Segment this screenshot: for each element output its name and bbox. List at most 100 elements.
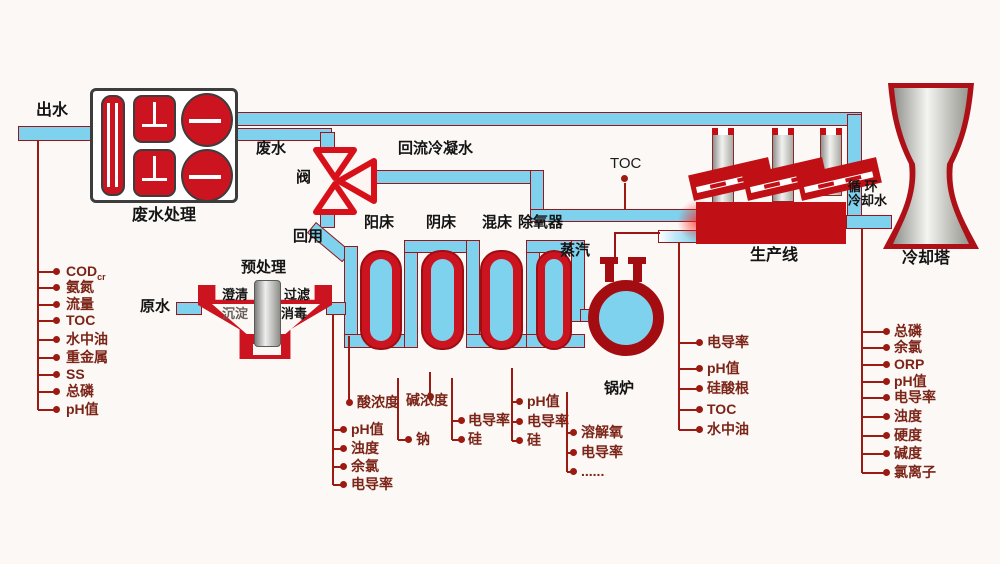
measure-branch bbox=[862, 472, 886, 474]
measure-dot bbox=[405, 436, 412, 443]
label-steam: 蒸汽 bbox=[560, 242, 591, 259]
measure-branch bbox=[862, 331, 886, 333]
pipe-serpentine-down-0 bbox=[344, 246, 358, 342]
mixed-bed-vessel bbox=[480, 250, 523, 350]
measure-dot bbox=[516, 437, 523, 444]
measure-stem bbox=[397, 378, 399, 440]
measure-stem bbox=[511, 368, 513, 441]
pipe-serpentine-down-2 bbox=[466, 240, 480, 348]
pipe-to-tower bbox=[846, 215, 892, 229]
measure-dot bbox=[516, 398, 523, 405]
measure-branch bbox=[679, 429, 699, 431]
measure-dot bbox=[53, 406, 60, 413]
measure-label: 总磷 bbox=[66, 383, 94, 399]
measure-dot bbox=[53, 371, 60, 378]
measure-stem bbox=[861, 228, 863, 473]
clarifier-round-icon bbox=[181, 93, 233, 147]
measure-label: 浊度 bbox=[351, 440, 379, 456]
measure-label: ...... bbox=[581, 463, 605, 479]
clarifier-square-icon bbox=[133, 149, 176, 197]
pretreatment-cylinder bbox=[254, 280, 281, 347]
measure-dot bbox=[340, 463, 347, 470]
measure-branch bbox=[452, 439, 461, 441]
steam-line-vertical bbox=[614, 232, 616, 264]
pipe-serpentine-up-1 bbox=[404, 240, 418, 348]
measure-label: pH值 bbox=[66, 401, 99, 417]
label-clarify: 澄清 bbox=[222, 287, 249, 302]
label-raw-water: 原水 bbox=[140, 298, 171, 315]
label-pretreatment: 预处理 bbox=[241, 259, 287, 276]
label-anion-bed: 阴床 bbox=[426, 214, 457, 231]
measure-label: 硬度 bbox=[894, 427, 922, 443]
measure-dot bbox=[883, 469, 890, 476]
boiler-nozzle-cap bbox=[628, 257, 646, 264]
measure-label: 电导率 bbox=[707, 334, 749, 350]
measure-dot bbox=[53, 317, 60, 324]
measure-branch bbox=[333, 466, 343, 468]
measure-label: 氯离子 bbox=[894, 464, 936, 480]
label-circulating-water: 循 环冷却水 bbox=[848, 179, 888, 208]
measure-label: 溶解氧 bbox=[581, 424, 623, 440]
label-production-line: 生产线 bbox=[750, 247, 799, 264]
measure-label: 电导率 bbox=[351, 476, 393, 492]
label-wastewater: 废水 bbox=[256, 140, 287, 157]
boiler-nozzle-cap bbox=[600, 257, 618, 264]
measure-label: pH值 bbox=[894, 373, 927, 389]
pipe-outflow bbox=[18, 126, 94, 141]
measure-label: 水中油 bbox=[707, 421, 749, 437]
measure-dot bbox=[458, 436, 465, 443]
measure-label: 流量 bbox=[66, 296, 94, 312]
cooling-tower bbox=[883, 83, 979, 249]
measure-label: 水中油 bbox=[66, 331, 108, 347]
measure-stem bbox=[678, 243, 680, 430]
measure-branch bbox=[38, 287, 56, 289]
measure-stem bbox=[429, 372, 431, 394]
cation-bed-vessel bbox=[360, 250, 402, 350]
measure-stem bbox=[348, 336, 350, 400]
measure-label: 硅 bbox=[468, 431, 482, 447]
measure-branch bbox=[512, 421, 519, 423]
measure-dot bbox=[883, 328, 890, 335]
measure-label: SS bbox=[66, 366, 85, 382]
label-disinfect: 消毒 bbox=[281, 306, 308, 321]
measure-dot bbox=[340, 481, 347, 488]
measure-label: 碱浓度 bbox=[406, 392, 448, 408]
factory-body bbox=[696, 202, 846, 244]
label-return-condensate: 回流冷凝水 bbox=[398, 140, 474, 157]
label-cooling-tower: 冷却塔 bbox=[902, 250, 951, 267]
measure-label: 氨氮 bbox=[66, 279, 94, 295]
measure-branch bbox=[38, 409, 56, 411]
measure-dot bbox=[883, 361, 890, 368]
measure-branch bbox=[679, 388, 699, 390]
measure-label: 电导率 bbox=[894, 389, 936, 405]
measure-dot bbox=[570, 468, 577, 475]
measure-dot bbox=[883, 450, 890, 457]
measure-branch bbox=[862, 381, 886, 383]
measure-branch bbox=[862, 347, 886, 349]
aeration-basin-icon bbox=[101, 95, 125, 196]
pretreatment-bottom-inner bbox=[253, 344, 281, 355]
measure-branch bbox=[38, 391, 56, 393]
clarifier-round-icon bbox=[181, 149, 233, 202]
measure-branch bbox=[679, 368, 699, 370]
measure-label: 电导率 bbox=[581, 444, 623, 460]
measure-branch bbox=[862, 453, 886, 455]
measure-dot bbox=[883, 378, 890, 385]
measure-branch bbox=[38, 304, 56, 306]
measure-label: pH值 bbox=[707, 360, 740, 376]
label-cation-bed: 阳床 bbox=[364, 214, 395, 231]
measure-stem bbox=[451, 378, 453, 440]
boiler-vessel bbox=[588, 280, 664, 356]
measure-dot bbox=[696, 406, 703, 413]
measure-label: pH值 bbox=[527, 393, 560, 409]
pipe-top-main bbox=[236, 112, 862, 126]
measure-label: 电导率 bbox=[468, 412, 510, 428]
measure-branch bbox=[679, 342, 699, 344]
measure-branch bbox=[333, 484, 343, 486]
measure-branch bbox=[679, 409, 699, 411]
clarifier-square-icon bbox=[133, 95, 176, 143]
label-reuse: 回用 bbox=[293, 228, 324, 245]
boiler-nozzle bbox=[605, 262, 614, 282]
three-way-valve bbox=[313, 147, 377, 215]
measure-branch bbox=[398, 439, 408, 441]
